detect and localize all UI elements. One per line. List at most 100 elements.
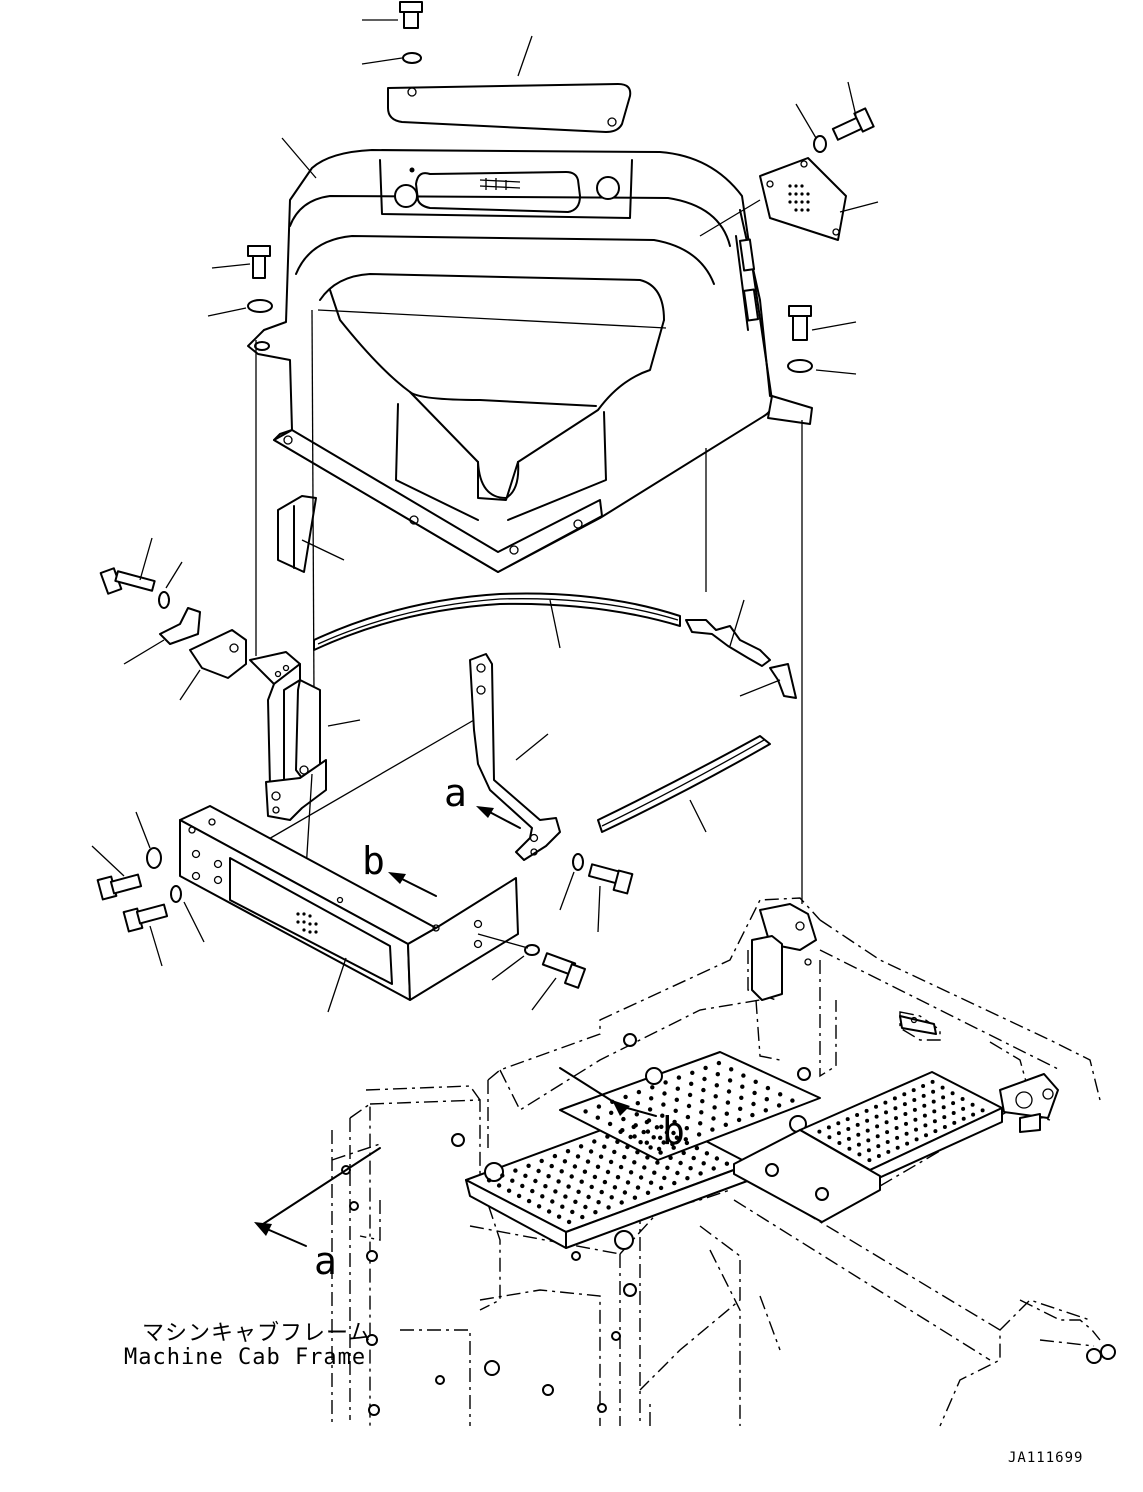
perforation-dot (765, 1085, 771, 1091)
small-bolt-left (99, 537, 183, 609)
perforation-dot (698, 1121, 703, 1126)
caption-english: Machine Cab Frame (124, 1345, 366, 1370)
perforation-dot (921, 1084, 926, 1088)
perforation-dot (837, 1141, 842, 1145)
perforation-dot (661, 1140, 666, 1145)
perforation-dot (952, 1120, 957, 1125)
perforation-dot (632, 1160, 637, 1165)
perforation-dot (846, 1136, 851, 1141)
perforation-dot (884, 1120, 889, 1125)
perforation-dot (778, 1092, 783, 1097)
perforation-dot (902, 1092, 907, 1097)
perforation-dot (912, 1098, 917, 1102)
perforation-dot (620, 1128, 625, 1133)
perforation-dot (903, 1112, 908, 1116)
perforation-dot (655, 1160, 660, 1165)
perforation-dot (588, 1149, 594, 1154)
perforation-dot (649, 1096, 654, 1101)
bracket-bolt-4 (491, 944, 586, 1011)
perforation-dot (526, 1163, 531, 1169)
perforation-dot (602, 1179, 608, 1185)
perforation-dot (625, 1144, 630, 1150)
perforation-dot (884, 1110, 888, 1115)
perforation-dot (751, 1101, 756, 1107)
perforation-dot (658, 1150, 663, 1155)
perforation-dot (738, 1106, 743, 1112)
perforation-dot (685, 1114, 691, 1120)
perforation-dot (576, 1189, 581, 1195)
perforation-dot (694, 1145, 700, 1151)
perforation-dot (605, 1169, 611, 1175)
side-plate-bolt (795, 81, 875, 153)
perforation-dot (700, 1099, 705, 1104)
perforation-dot (661, 1102, 666, 1107)
perforation-dot (711, 1166, 716, 1171)
perforation-dot (713, 1094, 718, 1099)
perforation-dot (867, 1158, 872, 1163)
perforation-dot (566, 1219, 572, 1225)
perforation-dot (913, 1117, 918, 1122)
perforation-dot (930, 1079, 935, 1084)
perforation-dot (855, 1113, 860, 1117)
perforation-dot (950, 1091, 955, 1096)
perforation-dot (645, 1155, 650, 1160)
perforation-dot (645, 1129, 651, 1134)
perforation-dot (580, 1214, 585, 1220)
machine-cab-frame (331, 897, 1116, 1427)
perforation-dot (790, 1098, 795, 1103)
perforation-dot (589, 1184, 594, 1190)
perforation-dot (689, 1081, 694, 1087)
perforation-dot (536, 1204, 542, 1209)
perforation-dot (855, 1122, 860, 1127)
perforation-dot (513, 1168, 518, 1173)
svg-text:a: a (314, 1239, 337, 1283)
perforation-dot (892, 1096, 897, 1101)
perforation-dot (586, 1194, 591, 1200)
perforation-dot (595, 1164, 601, 1170)
arrow-a-upper: a (444, 771, 521, 829)
perforation-dot (752, 1090, 757, 1096)
perforation-dot (715, 1072, 720, 1077)
perforation-dot (836, 1131, 841, 1136)
perforation-dot (776, 1103, 782, 1108)
perforation-dot (904, 1131, 909, 1136)
perforation-dot (864, 1108, 869, 1113)
perforation-dot (951, 1111, 956, 1115)
floor-plate-perforations-left (486, 1119, 730, 1225)
perforation-dot (500, 1173, 505, 1178)
perforation-dot (565, 1149, 571, 1154)
perforation-dot (543, 1184, 548, 1189)
perforation-dot (980, 1108, 985, 1113)
perforation-dot (539, 1158, 544, 1164)
perforation-dot (866, 1148, 871, 1153)
perforation-dot (702, 1076, 707, 1082)
perforation-dot (942, 1115, 947, 1120)
perforation-dot (668, 1155, 673, 1161)
perforation-dot (572, 1164, 578, 1169)
perforation-dot (647, 1107, 653, 1112)
perforation-dot (933, 1129, 938, 1134)
perforation-dot (644, 1140, 649, 1145)
perforation-dot (691, 1155, 696, 1161)
perforation-dot (520, 1183, 525, 1189)
perforation-dot (595, 1115, 600, 1120)
perforation-dot (961, 1106, 966, 1111)
perforation-dot (836, 1121, 841, 1126)
perforation-dot (642, 1165, 647, 1170)
perforation-dot (516, 1193, 522, 1199)
seal-strip-upper (313, 592, 681, 651)
perforation-dot (684, 1140, 690, 1146)
top-bolt (361, 1, 423, 65)
curved-stay (469, 653, 561, 861)
perforation-dot (559, 1169, 564, 1174)
perforation-dot (684, 1126, 689, 1131)
left-bolt (207, 245, 273, 317)
perforation-dot (701, 1087, 706, 1093)
lower-channel-bracket (179, 805, 519, 1001)
perforation-dot (865, 1128, 870, 1133)
perforation-dot (593, 1210, 598, 1215)
perforation-dot (609, 1110, 614, 1116)
perforation-dot (876, 1144, 881, 1149)
perforation-dot (672, 1119, 677, 1125)
